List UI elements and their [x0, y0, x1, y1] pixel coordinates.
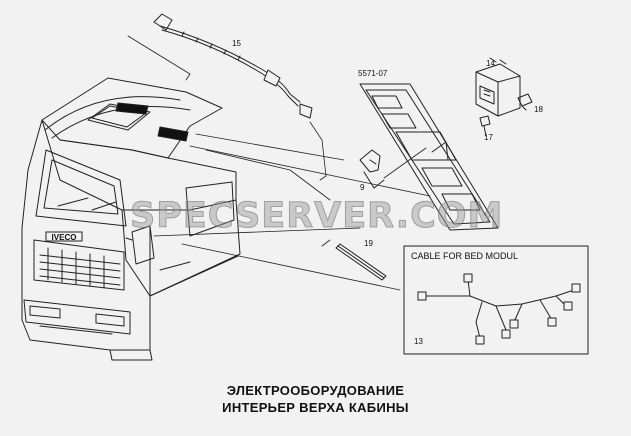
part-14-module — [475, 57, 521, 117]
part-label-15: 15 — [232, 39, 241, 48]
part-5571-07-panel — [189, 83, 499, 231]
part-19-strip — [153, 227, 401, 291]
caption-line-1: ЭЛЕКТРООБОРУДОВАНИЕ — [226, 383, 405, 398]
part-label-13: 13 — [414, 337, 423, 346]
caption-line-2: ИНТЕРЬЕР ВЕРХА КАБИНЫ — [222, 400, 409, 415]
part-17-screw — [479, 115, 491, 137]
part-label-17: 17 — [484, 133, 493, 142]
inset-title: CABLE FOR BED MODUL — [411, 251, 519, 261]
part-label-18: 18 — [534, 105, 543, 114]
inset-cable-for-bed-module — [403, 245, 589, 355]
part-label-9: 9 — [360, 183, 365, 192]
truck-cab-drawing: IVECO — [21, 77, 241, 361]
part-label-5571-07: 5571-07 — [358, 69, 388, 78]
grille-badge: IVECO — [52, 233, 77, 242]
part-15-cable-harness — [127, 13, 327, 181]
part-label-14: 14 — [486, 59, 495, 68]
part-label-19: 19 — [364, 239, 373, 248]
part-9-lamp — [359, 147, 427, 189]
part-18-clip — [517, 93, 533, 111]
